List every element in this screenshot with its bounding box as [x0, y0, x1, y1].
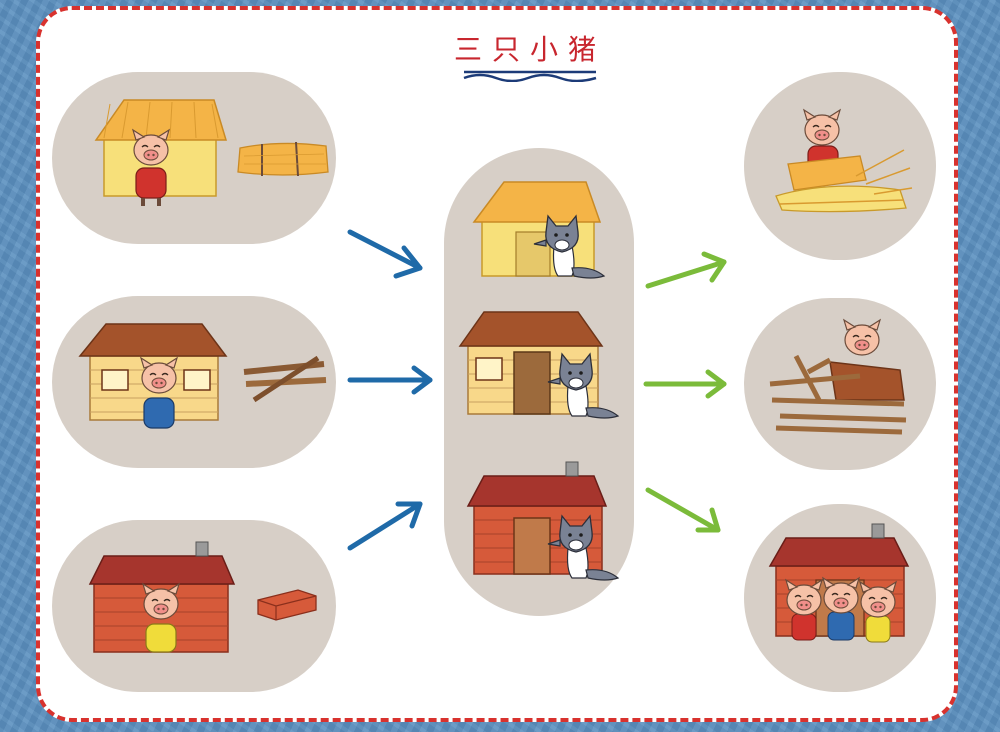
arrow-left3-to-middle	[347, 501, 423, 551]
arrow-left2-to-middle	[347, 365, 433, 395]
title-block: 三只小猪	[440, 28, 620, 82]
wolf-at-wood-house	[458, 311, 619, 419]
pig-brick	[142, 583, 180, 653]
arrow-middle-to-right2	[643, 369, 727, 399]
arrow-left1-to-middle	[347, 229, 423, 279]
wolf-at-straw-house	[472, 181, 605, 279]
arrow-middle-to-right3	[645, 487, 721, 533]
wood-house-destroyed	[769, 319, 907, 435]
wolf-at-brick-house	[466, 461, 619, 581]
three-pigs-safe-in-brick-house	[768, 523, 910, 643]
page-title: 三只小猪	[453, 33, 606, 66]
title-underline	[463, 70, 597, 82]
pig-wood	[140, 357, 178, 429]
wood-sticks	[243, 355, 327, 403]
brick-material	[257, 589, 317, 621]
pig-straw	[132, 129, 170, 206]
arrow-middle-to-right1	[645, 251, 727, 289]
straw-bundle	[237, 141, 329, 177]
straw-house-destroyed	[775, 109, 913, 213]
